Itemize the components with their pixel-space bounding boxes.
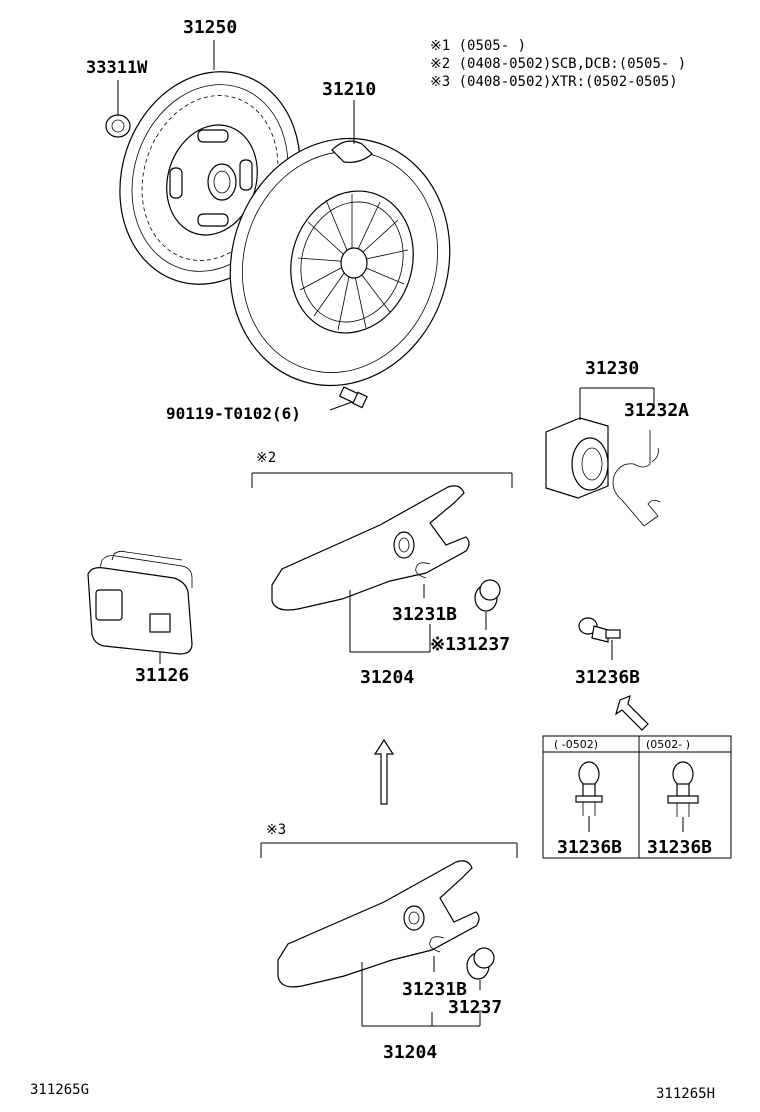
pilot-bearing-part (105, 80, 131, 138)
arrow-up-icon (373, 738, 395, 805)
pivot-lower-part (466, 947, 495, 990)
code-left: 311265G (30, 1082, 89, 1098)
boot-part (87, 550, 193, 664)
label-31204-upper: 31204 (360, 667, 414, 688)
label-31204-lower: 31204 (383, 1042, 437, 1063)
label-31237-upper: ※131237 (430, 634, 510, 655)
inset-box (542, 735, 732, 859)
label-31231b-lower: 31231B (402, 979, 467, 1000)
label-33311w: 33311W (86, 58, 148, 78)
label-31232a: 31232A (624, 400, 689, 421)
note-1: ※1 (0505- ) (430, 38, 526, 54)
group-2-mark: ※2 (256, 450, 276, 466)
clip-part (612, 430, 661, 527)
release-fork-upper-part (271, 485, 470, 653)
spring-upper-part (415, 562, 431, 598)
label-inset-left-31236b: 31236B (557, 837, 622, 858)
pivot-upper-part (474, 579, 501, 630)
release-bearing-part (545, 387, 655, 499)
release-fork-lower-part (277, 860, 481, 1027)
label-31230: 31230 (585, 358, 639, 379)
arrow-up-left-icon (614, 695, 649, 731)
inset-left-header: ( -0502) (554, 738, 598, 751)
label-31237-lower: 31237 (448, 997, 502, 1018)
note-3: ※3 (0408-0502)XTR:(0502-0505) (430, 74, 678, 90)
spring-lower-part (429, 936, 445, 972)
group-3-bracket (260, 842, 518, 858)
group-2-bracket (251, 472, 513, 488)
label-31210: 31210 (322, 79, 376, 100)
label-31250: 31250 (183, 17, 237, 38)
label-31231b-upper: 31231B (392, 604, 457, 625)
bolt-part (329, 386, 368, 411)
label-31236b: 31236B (575, 667, 640, 688)
code-right: 311265H (656, 1086, 715, 1102)
label-inset-right-31236b: 31236B (647, 837, 712, 858)
note-2: ※2 (0408-0502)SCB,DCB:(0505- ) (430, 56, 686, 72)
label-31126: 31126 (135, 665, 189, 686)
group-3-mark: ※3 (266, 822, 286, 838)
ball-stud-part (578, 617, 621, 660)
pressure-plate-part (229, 100, 451, 387)
inset-right-header: (0502- ) (646, 738, 690, 751)
label-90119: 90119-T0102(6) (166, 404, 301, 423)
